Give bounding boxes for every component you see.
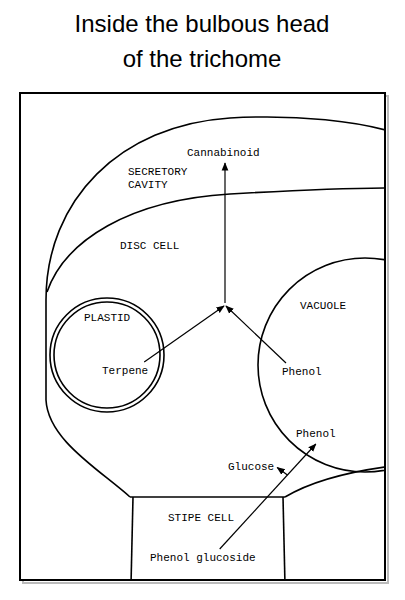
pathway-arrow	[224, 163, 225, 303]
region-label: SECRETORY CAVITY	[128, 166, 198, 192]
compound-label: Phenol	[296, 428, 336, 441]
region-label: DISC CELL	[120, 240, 179, 253]
plastid: PLASTID Terpene	[49, 297, 165, 413]
pathway-arrow	[277, 468, 287, 476]
compound-label: Phenol glucoside	[150, 552, 256, 565]
secretory-cavity: SECRETORY CAVITY Cannabinoid	[45, 115, 385, 193]
pathway-arrow	[226, 306, 286, 363]
vacuole: VACUOLEPhenolPhenol	[257, 257, 405, 473]
pathway-arrow	[220, 444, 316, 549]
compound-label: Phenol	[282, 366, 322, 379]
region-label: STIPE CELL	[168, 512, 234, 525]
organelle-label: VACUOLE	[300, 300, 346, 313]
title: Inside the bulbous head of the trichome	[68, 6, 336, 76]
compound-label: Terpene	[102, 365, 148, 378]
disc-cell: DISC CELL Glucose PLASTID Terpene VACUOLE Phe…	[45, 193, 385, 497]
stipe-cell: STIPE CELL Phenol glucoside	[131, 497, 285, 582]
vacuole-outline	[257, 257, 405, 473]
compound-label: Cannabinoid	[187, 147, 260, 160]
organelle-label: PLASTID	[84, 312, 130, 325]
compound-label: Glucose	[228, 461, 274, 474]
